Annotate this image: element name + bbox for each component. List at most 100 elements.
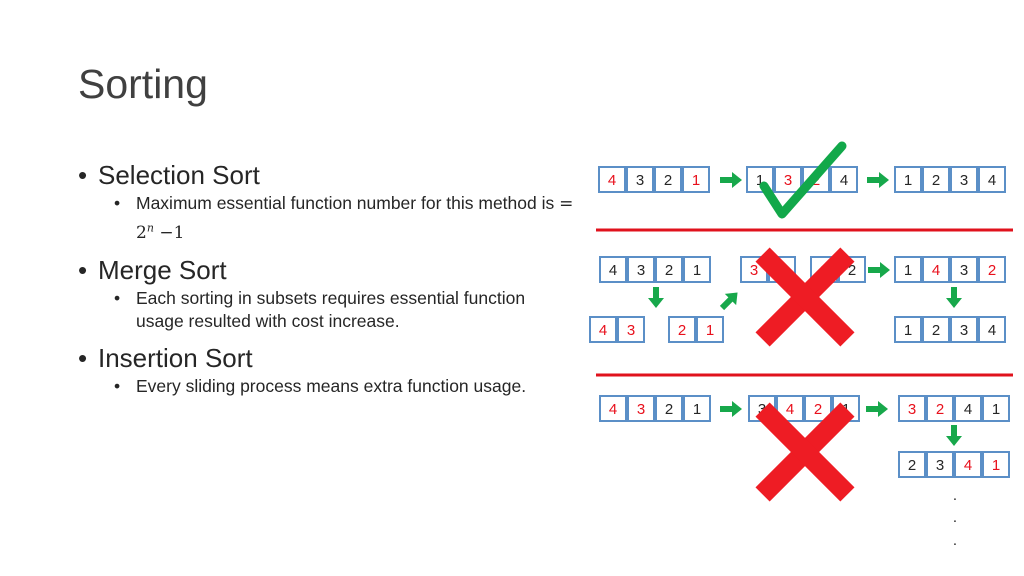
array-cell-value: 4 — [964, 401, 972, 418]
bullet-selection-sort: Selection Sort — [76, 158, 576, 192]
array-cell-value: 2 — [936, 401, 944, 418]
selection-step-1: 4 3 2 1 — [598, 166, 710, 193]
array-cell-value: 2 — [665, 262, 673, 279]
array-cell — [950, 316, 978, 343]
bullet-dot: • — [114, 287, 121, 308]
array-cell-value: 1 — [706, 322, 714, 339]
array-cell-value: 4 — [609, 401, 617, 418]
array-cell-value: 3 — [758, 401, 766, 418]
array-cell-value: 2 — [665, 401, 673, 418]
array-cell-value: 3 — [960, 172, 968, 189]
array-cell — [655, 256, 683, 283]
arrow-right-icon — [868, 262, 890, 278]
cross-icon — [755, 402, 855, 502]
array-cell-value: 3 — [627, 322, 635, 339]
sub-bullet-selection-sort: • Maximum essential function number for … — [114, 192, 576, 245]
bullet-list: Selection Sort • Maximum essential funct… — [76, 154, 576, 406]
array-cell-value: 3 — [750, 262, 758, 279]
sub-bullet-text: Each sorting in subsets requires essenti… — [136, 287, 526, 331]
array-cell — [626, 166, 654, 193]
arrow-shape — [719, 292, 738, 311]
sub-bullet-insertion-sort: • Every sliding process means extra func… — [114, 375, 576, 398]
array-cell — [655, 395, 683, 422]
array-cell — [954, 451, 982, 478]
array-cell-value: 3 — [784, 172, 792, 189]
array-cell — [774, 166, 802, 193]
slide-title: Sorting — [78, 61, 208, 107]
array-cell-value: 4 — [608, 172, 616, 189]
array-cell-value: 4 — [599, 322, 607, 339]
array-cell — [617, 316, 645, 343]
insertion-step-4: 2 3 4 1 — [898, 451, 1010, 478]
array-cell — [922, 256, 950, 283]
array-cell — [598, 166, 626, 193]
array-cell-value: 3 — [637, 401, 645, 418]
array-cell — [654, 166, 682, 193]
array-cell — [982, 451, 1010, 478]
array-cell — [922, 316, 950, 343]
insertion-step-1: 4 3 2 1 — [599, 395, 711, 422]
array-cell-value: 3 — [936, 457, 944, 474]
array-cell-value: 2 — [932, 172, 940, 189]
arrow-right-icon — [720, 172, 742, 188]
sub-bullet-merge-sort: • Each sorting in subsets requires essen… — [114, 287, 576, 333]
continuation-dot: . — [953, 509, 957, 526]
array-cell-value: 3 — [636, 172, 644, 189]
array-cell — [978, 166, 1006, 193]
array-cell — [978, 256, 1006, 283]
bullet-dot: • — [114, 193, 121, 213]
continuation-dot: . — [953, 487, 957, 504]
sub-bullet-text: Maximum essential function number for th… — [136, 193, 555, 213]
array-cell-value: 4 — [840, 172, 848, 189]
array-cell-value: 1 — [992, 457, 1000, 474]
array-cell — [950, 166, 978, 193]
continuation-dot: . — [953, 532, 957, 549]
array-cell — [682, 166, 710, 193]
arrow-right-icon — [720, 401, 742, 417]
arrow-down-icon — [946, 425, 962, 446]
array-cell — [683, 395, 711, 422]
array-cell — [894, 256, 922, 283]
array-cell-value: 2 — [908, 457, 916, 474]
array-cell-value: 2 — [664, 172, 672, 189]
array-cell — [894, 166, 922, 193]
array-cell-value: 3 — [960, 262, 968, 279]
checkmark-icon — [759, 141, 847, 219]
merge-combined: 1 4 3 2 — [894, 256, 1006, 283]
array-cell-value: 2 — [678, 322, 686, 339]
arrow-right-icon — [866, 401, 888, 417]
array-cell-value: 3 — [637, 262, 645, 279]
array-cell — [696, 316, 724, 343]
array-cell — [954, 395, 982, 422]
array-cell-value: 2 — [814, 401, 822, 418]
arrow-down-icon — [946, 287, 962, 308]
array-cell-value: 1 — [904, 322, 912, 339]
array-cell-value: 1 — [904, 172, 912, 189]
array-cell — [776, 395, 804, 422]
array-cell-value: 1 — [904, 262, 912, 279]
array-cell — [668, 316, 696, 343]
array-cell-value: 2 — [988, 262, 996, 279]
array-cell-value: 1 — [693, 401, 701, 418]
array-cell-value: 4 — [964, 457, 972, 474]
array-cell-value: 1 — [692, 172, 700, 189]
bullet-insertion-sort: Insertion Sort — [76, 341, 576, 375]
array-cell-value: 1 — [693, 262, 701, 279]
array-cell-value: 3 — [908, 401, 916, 418]
arrow-up-right-icon — [719, 292, 738, 311]
array-cell — [894, 316, 922, 343]
array-cell-value: 2 — [932, 322, 940, 339]
array-cell — [589, 316, 617, 343]
cross-bar — [755, 247, 855, 347]
sub-bullet-text: Every sliding process means extra functi… — [136, 375, 527, 396]
arrow-right-icon — [867, 172, 889, 188]
array-cell-value: 4 — [932, 262, 940, 279]
array-cell — [599, 256, 627, 283]
array-cell — [830, 166, 858, 193]
